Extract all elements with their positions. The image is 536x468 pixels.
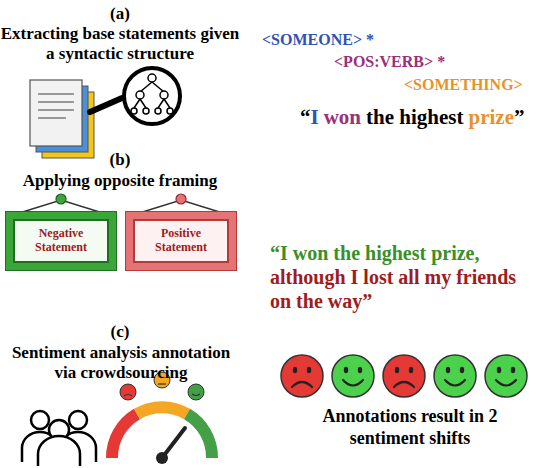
panel-letter: (b) bbox=[0, 150, 240, 170]
syntax-token: <POS:VERB> * bbox=[334, 52, 445, 71]
statement-word: “ bbox=[300, 105, 311, 129]
negative-frame: Negative Statement bbox=[6, 212, 116, 270]
frame-text: Positive Statement bbox=[145, 227, 217, 255]
base-statement: “Iwonthe highestprize” bbox=[300, 105, 524, 130]
magnifier-icon bbox=[90, 68, 180, 124]
document-icon bbox=[30, 80, 94, 158]
panel-letter: (c) bbox=[0, 322, 240, 342]
syntax-token: <SOMETHING> bbox=[404, 75, 523, 94]
panel-letter: (a) bbox=[0, 4, 240, 24]
statement-word: I bbox=[311, 105, 319, 129]
sad-face bbox=[383, 355, 425, 397]
gauge-icon bbox=[112, 372, 212, 464]
sad-face bbox=[281, 355, 323, 397]
happy-face bbox=[485, 355, 527, 397]
happy-face bbox=[434, 355, 476, 397]
syntax-token: <SOMEONE> * bbox=[262, 30, 374, 49]
frame-text: Negative Statement bbox=[25, 227, 97, 255]
framed-statement: although I lost all my friends on the wa… bbox=[270, 265, 532, 313]
panel-heading: Sentiment analysis annotation via crowds… bbox=[0, 343, 242, 384]
happy-face bbox=[332, 355, 374, 397]
frame-hangers bbox=[16, 194, 226, 214]
sentiment-faces bbox=[281, 355, 527, 397]
statement-word: ” bbox=[514, 105, 525, 129]
panel-heading: Extracting base statements given a synta… bbox=[0, 24, 240, 65]
framed-statement: “I won the highest prize, bbox=[270, 241, 536, 265]
statement-word: won bbox=[324, 105, 361, 129]
annotation-summary: Annotations result in 2 sentiment shifts bbox=[290, 406, 530, 449]
panel-heading: Applying opposite framing bbox=[0, 171, 240, 191]
crowd-icon bbox=[22, 411, 96, 466]
statement-word: prize bbox=[468, 105, 513, 129]
positive-frame: Positive Statement bbox=[126, 212, 236, 270]
statement-word: the highest bbox=[366, 105, 463, 129]
